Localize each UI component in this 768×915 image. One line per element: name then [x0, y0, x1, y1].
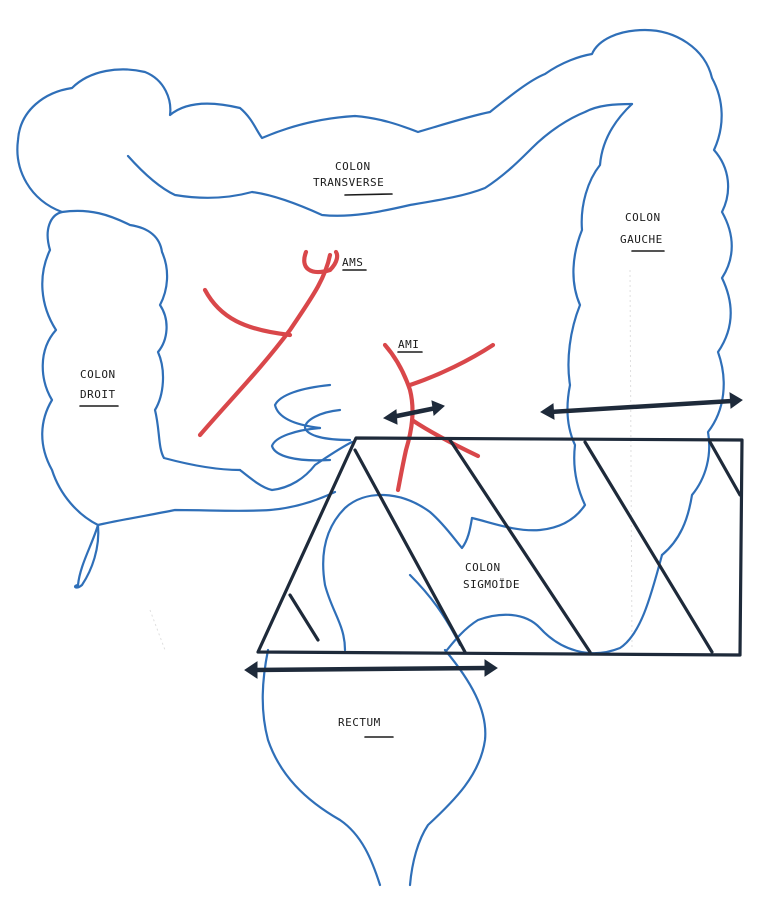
ileocecal-region: [238, 440, 354, 492]
colon-inner-contour-transverse: [60, 209, 242, 472]
hatch-line-1: [353, 448, 467, 654]
arrow-left-colon: [540, 392, 743, 420]
label-colon-left-1: COLON: [625, 211, 661, 224]
hatch-line-4: [708, 440, 742, 497]
ileum-fold-1: [273, 383, 332, 430]
rectum-outline: [261, 648, 487, 887]
label-colon-transverse-2: TRANSVERSE: [313, 176, 384, 189]
colon-inner-contour-transverse-top: [126, 102, 634, 217]
ams-artery-branch-left: [202, 287, 293, 338]
ami-artery-branch-right: [407, 342, 496, 388]
ams-artery-branch-top: [302, 249, 340, 275]
arrow-ami: [382, 400, 445, 425]
resection-parallelogram: [256, 436, 744, 657]
labels: COLON TRANSVERSE COLON GAUCHE COLON DROI…: [79, 160, 665, 738]
ileum-fold-3: [270, 426, 332, 462]
appendix: [73, 523, 100, 589]
colon-outer-contour: [16, 28, 733, 587]
label-ami: AMI: [398, 338, 419, 351]
label-colon-left-2: GAUCHE: [620, 233, 663, 246]
label-ams: AMS: [342, 256, 363, 269]
ams-artery-trunk: [197, 252, 333, 438]
ileum-fold-2: [303, 408, 352, 442]
colon-outline: [16, 28, 733, 887]
hatch-line-3: [583, 440, 714, 654]
arrow-rectum: [244, 659, 498, 679]
label-colon-right-1: COLON: [80, 368, 116, 381]
label-sigmoid-1: COLON: [465, 561, 501, 574]
underline-transverse: [344, 193, 393, 196]
colon-inner-contour-left: [470, 102, 634, 532]
label-colon-transverse-1: COLON: [335, 160, 371, 173]
hatch-line-5: [288, 593, 320, 642]
label-colon-right-2: DROIT: [80, 388, 116, 401]
hatch-line-2: [448, 438, 592, 654]
label-rectum: RECTUM: [338, 716, 381, 729]
sigmoid-inner-curve: [322, 493, 474, 652]
arteries: [197, 249, 496, 493]
sigmoid-loop: [445, 553, 664, 655]
resection-box: [256, 436, 744, 657]
scan-artifacts: [149, 269, 633, 651]
sigmoid-lower-curve: [408, 573, 462, 647]
label-sigmoid-2: SIGMOÏDE: [463, 578, 520, 591]
extent-arrows: [244, 392, 743, 679]
ileum-loop: [96, 490, 337, 527]
